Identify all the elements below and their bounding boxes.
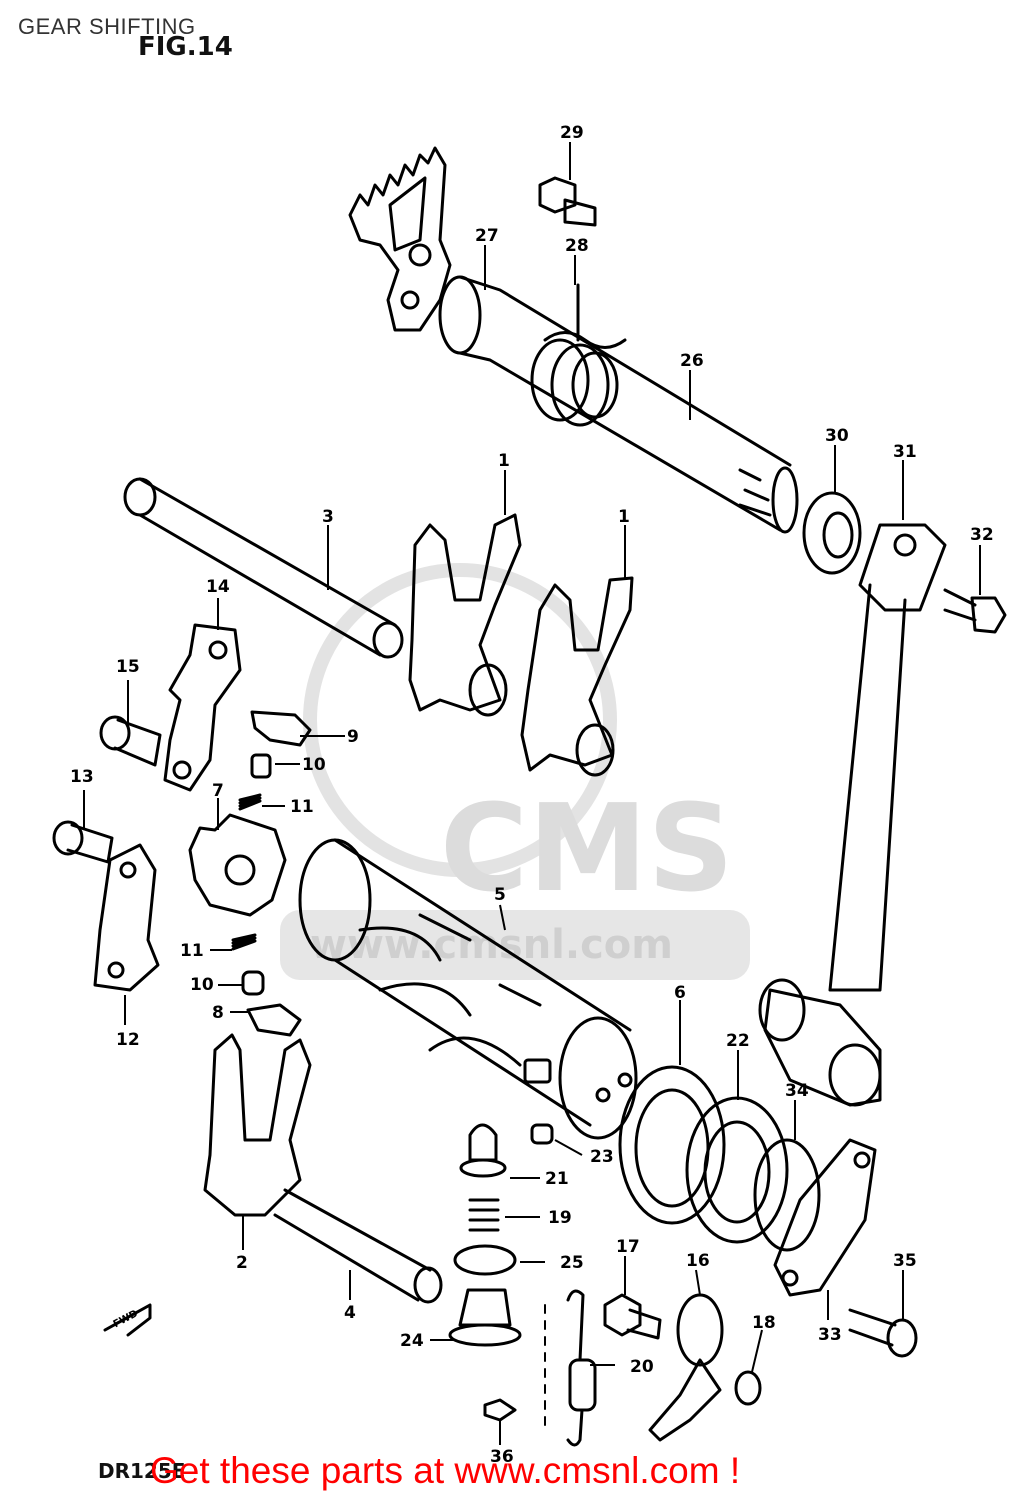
callout-25: 25 — [560, 1253, 584, 1273]
part-9-cam-stopper — [250, 710, 312, 747]
callout-33: 33 — [818, 1325, 842, 1345]
callout-16: 16 — [686, 1251, 710, 1271]
part-34-gasket — [753, 1138, 821, 1252]
part-24-plug — [448, 1288, 522, 1347]
part-19-spring — [468, 1198, 500, 1232]
part-11-spring-upper — [238, 793, 262, 811]
part-29-bolt — [538, 176, 597, 227]
callout-labels: 1 1 2 3 4 5 6 7 8 9 10 10 11 11 12 13 14… — [70, 123, 994, 1467]
callout-34: 34 — [785, 1081, 809, 1101]
part-11-spring-lower — [231, 933, 257, 951]
callout-17: 17 — [616, 1237, 640, 1257]
cms-watermark: CMS www.cmsnl.com — [280, 563, 750, 980]
callout-12: 12 — [116, 1030, 140, 1050]
callout-10a: 10 — [302, 755, 326, 775]
part-16-arm — [648, 1293, 724, 1442]
callout-5: 5 — [494, 885, 506, 905]
footer-link[interactable]: Get these parts at www.cmsnl.com ! — [150, 1450, 741, 1491]
callout-21: 21 — [545, 1169, 569, 1189]
watermark-brand: CMS — [440, 780, 734, 919]
callout-28: 28 — [565, 236, 589, 256]
part-12-cam-guide-plate — [93, 843, 160, 992]
part-10-pin-upper — [250, 753, 272, 779]
callout-13: 13 — [70, 767, 94, 787]
part-31-gearshift-lever — [758, 523, 947, 1107]
part-33-cover — [773, 1138, 877, 1297]
part-30-oil-seal — [802, 491, 862, 575]
part-3-fork-shaft — [123, 477, 404, 659]
callout-1a: 1 — [498, 451, 510, 471]
fwd-arrow-icon — [103, 1303, 152, 1337]
callout-29: 29 — [560, 123, 584, 143]
part-17-bolt — [603, 1293, 662, 1340]
part-21-stopper — [459, 1123, 507, 1178]
part-18-washer — [734, 1370, 762, 1406]
callout-30: 30 — [825, 426, 849, 446]
leader-lines — [83, 142, 981, 1445]
callout-22: 22 — [726, 1031, 750, 1051]
callout-31: 31 — [893, 442, 917, 462]
part-1-shift-fork-b — [520, 576, 634, 777]
part-4-fork-shaft — [273, 1188, 443, 1304]
part-36-screw — [483, 1398, 517, 1422]
callout-35: 35 — [893, 1251, 917, 1271]
callout-15: 15 — [116, 657, 140, 677]
part-26-shaft — [438, 275, 799, 534]
part-27-gear-shift-shaft-plate — [348, 146, 452, 332]
figure-label: FIG.14 — [138, 32, 233, 62]
part-23-pin — [530, 1123, 554, 1145]
model-label: DR125E — [98, 1459, 186, 1483]
callout-7: 7 — [212, 781, 224, 801]
callout-4: 4 — [344, 1303, 356, 1323]
callout-23: 23 — [590, 1147, 614, 1167]
fwd-label: FWD — [112, 1308, 140, 1330]
part-35-bolt — [848, 1308, 918, 1358]
callout-20: 20 — [630, 1357, 654, 1377]
callout-6: 6 — [674, 983, 686, 1003]
page-title: GEAR SHIFTING — [18, 14, 196, 39]
part-14-plate — [163, 623, 242, 792]
part-5-gearshift-cam — [298, 838, 638, 1140]
part-25-o-ring — [453, 1244, 517, 1276]
callout-32: 32 — [970, 525, 994, 545]
callout-27: 27 — [475, 226, 499, 246]
part-15-bolt — [99, 715, 162, 767]
callout-9: 9 — [347, 727, 359, 747]
part-28-spring — [530, 283, 627, 427]
callout-14: 14 — [206, 577, 230, 597]
part-13-bolt — [52, 820, 114, 864]
part-1-shift-fork-a — [408, 513, 522, 717]
part-2-shift-fork — [203, 1033, 312, 1217]
callout-11b: 11 — [180, 941, 204, 961]
callout-19: 19 — [548, 1208, 572, 1228]
part-20-spring — [566, 1289, 597, 1447]
part-7-cam-driven-gear — [188, 813, 287, 917]
callout-26: 26 — [680, 351, 704, 371]
part-8-pawl — [246, 1003, 302, 1037]
callout-18: 18 — [752, 1313, 776, 1333]
part-22-washer — [685, 1096, 789, 1244]
callout-1b: 1 — [618, 507, 630, 527]
callout-36: 36 — [490, 1447, 514, 1467]
callout-3: 3 — [322, 507, 334, 527]
part-32-bolt — [943, 588, 1007, 634]
callout-11a: 11 — [290, 797, 314, 817]
callout-8: 8 — [212, 1003, 224, 1023]
callout-10b: 10 — [190, 975, 214, 995]
part-10-pin-lower — [241, 970, 265, 996]
callout-2: 2 — [236, 1253, 248, 1273]
callout-24: 24 — [400, 1331, 424, 1351]
